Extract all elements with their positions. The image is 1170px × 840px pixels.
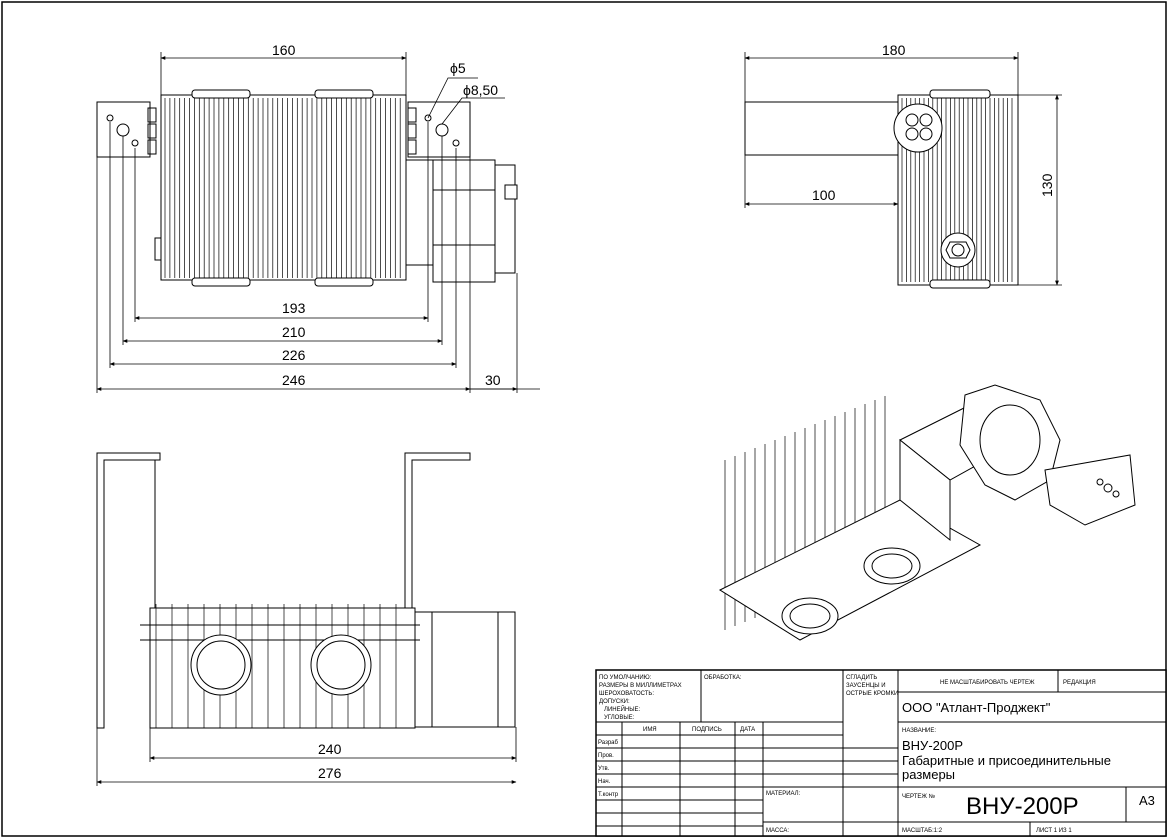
tb-defaults-2: РАЗМЕРЫ В МИЛЛИМЕТРАХ — [599, 683, 682, 689]
top-view — [96, 452, 516, 729]
tb-name-line1: ВНУ-200Р — [902, 738, 963, 753]
dim-210: 210 — [282, 324, 306, 340]
dim-side-offset: 100 — [812, 187, 836, 203]
front-dimensions — [96, 52, 540, 393]
isometric-view — [718, 384, 1136, 641]
tb-name-label: НАЗВАНИЕ: — [902, 728, 936, 734]
tb-deburr-2: ЗАУСЕНЦЫ И — [846, 683, 886, 689]
tb-name-line3: размеры — [902, 767, 955, 782]
dim-front-width: 160 — [272, 42, 296, 58]
clamp-ring — [893, 103, 943, 153]
mount-hole — [131, 139, 139, 147]
tb-row-1: Разраб — [598, 740, 618, 746]
dim-193: 193 — [282, 300, 306, 316]
dim-hole-small: ϕ5 — [450, 60, 466, 76]
mount-hole — [452, 139, 460, 147]
tb-drawing-no-label: ЧЕРТЕЖ № — [902, 793, 935, 800]
bracket-right — [407, 101, 471, 158]
side-dimensions — [744, 52, 1062, 286]
tb-no-scale: НЕ МАСШТАБИРОВАТЬ ЧЕРТЕЖ — [940, 680, 1035, 686]
tb-scale: МАСШТАБ:1:2 — [902, 828, 943, 834]
tb-row-5: Т.контр — [598, 792, 619, 798]
dim-side-height: 130 — [1039, 173, 1055, 197]
tb-col-date: ДАТА — [740, 727, 755, 733]
tb-material: МАТЕРИАЛ: — [766, 791, 801, 797]
front-view — [96, 89, 518, 287]
tb-col-name: ИМЯ — [643, 727, 657, 733]
top-dimensions — [96, 727, 517, 786]
tb-defaults-1: ПО УМОЛЧАНИЮ: — [599, 675, 652, 681]
dim-hole-large: ϕ8,50 — [463, 82, 498, 98]
tb-defaults-6: УГЛОВЫЕ: — [604, 715, 635, 721]
mount-hole — [424, 114, 432, 122]
dim-top-inner: 240 — [318, 741, 342, 757]
heatsink-body — [160, 94, 407, 281]
iso-bracket — [1044, 454, 1136, 526]
tb-col-sign: ПОДПИСЬ — [692, 727, 722, 733]
dim-30: 30 — [485, 372, 501, 388]
title-block — [595, 669, 1167, 837]
tb-drawing-no: ВНУ-200Р — [966, 793, 1079, 820]
tb-format: А3 — [1139, 793, 1155, 808]
dim-top-total: 276 — [318, 765, 342, 781]
tb-deburr-1: СГЛАДИТЬ — [846, 675, 877, 681]
dim-226: 226 — [282, 347, 306, 363]
tb-row-2: Пров. — [598, 753, 614, 759]
dim-246: 246 — [282, 372, 306, 388]
tb-row-3: Утв. — [598, 766, 610, 772]
dim-side-width: 180 — [882, 42, 906, 58]
side-bracket — [744, 101, 906, 156]
tb-row-4: Нач. — [598, 779, 611, 785]
side-view — [744, 89, 1019, 289]
tb-defaults-5: ЛИНЕЙНЫЕ: — [604, 705, 641, 713]
tb-weight: МАССА: — [766, 828, 789, 834]
tb-processing: ОБРАБОТКА: — [704, 675, 742, 681]
top-heatsink — [149, 607, 416, 729]
tb-defaults-4: ДОПУСКИ: — [599, 699, 630, 705]
tb-company: ООО "Атлант-Проджект" — [902, 700, 1051, 715]
heatsink-fins — [164, 98, 401, 278]
tb-deburr-3: ОСТРЫЕ КРОМКИ — [846, 691, 898, 697]
bracket-left — [96, 101, 151, 158]
driver-box — [432, 159, 496, 283]
tb-sheet: ЛИСТ 1 ИЗ 1 — [1036, 828, 1072, 834]
tb-name-line2: Габаритные и присоединительные — [902, 753, 1111, 768]
tb-defaults-3: ШЕРОХОВАТОСТЬ: — [599, 691, 654, 697]
tb-revision: РЕДАКЦИЯ — [1063, 680, 1096, 686]
mount-hole — [106, 114, 114, 122]
